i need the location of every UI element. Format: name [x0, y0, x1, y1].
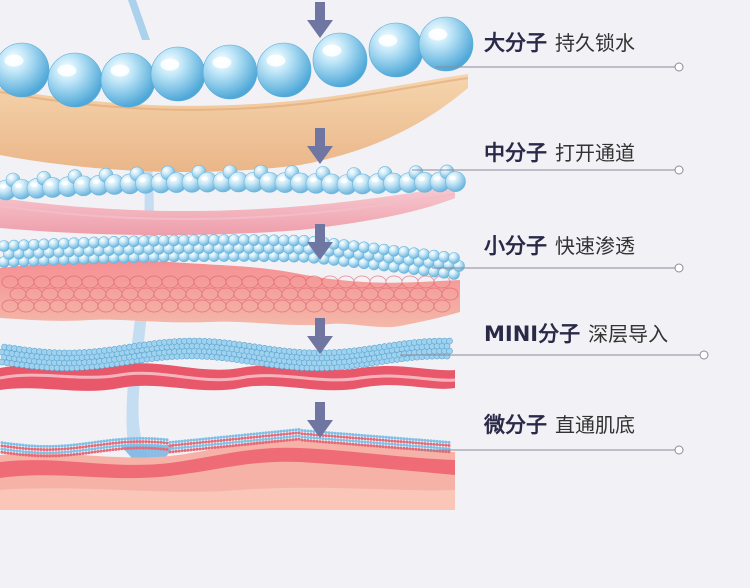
down-arrow-icon: [307, 128, 333, 164]
layer-3-small-molecules: [0, 234, 465, 328]
down-arrow-icon: [307, 2, 333, 38]
layer-5-title: 微分子: [484, 413, 547, 437]
leader-end-icon: [699, 350, 709, 360]
leader-end-icon: [674, 165, 684, 175]
down-arrow-icon: [307, 402, 333, 438]
layer-3-title: 小分子: [484, 234, 547, 258]
down-arrow-icon: [307, 224, 333, 260]
layer-4-description: 深层导入: [588, 322, 669, 346]
layer-5-description: 直通肌底: [555, 413, 635, 437]
leader-lines: [400, 62, 709, 455]
layer-4-label: MINI分子 深层导入: [484, 318, 668, 348]
layer-1-label: 大分子 持久锁水: [484, 27, 635, 57]
layer-2-title: 中分子: [484, 141, 547, 165]
down-arrow-icon: [307, 318, 333, 354]
layer-2-label: 中分子 打开通道: [484, 137, 635, 167]
layer-3-description: 快速渗透: [555, 234, 635, 258]
layer-2-description: 打开通道: [555, 141, 635, 165]
layer-2-medium-molecules: [0, 164, 466, 236]
layer-4-mini-molecules: [0, 337, 456, 391]
layer-3-label: 小分子 快速渗透: [484, 230, 635, 260]
layer-1-large-molecules: [0, 16, 474, 173]
layer-4-title: MINI分子: [484, 322, 581, 346]
leader-end-icon: [674, 62, 684, 72]
layer-1-description: 持久锁水: [555, 31, 635, 55]
layer-5-label: 微分子 直通肌底: [484, 409, 635, 439]
layer-5-micro-molecules: [0, 428, 455, 510]
leader-end-icon: [674, 263, 684, 273]
flow-arrows: [307, 2, 333, 438]
leader-end-icon: [674, 445, 684, 455]
layer-1-title: 大分子: [484, 31, 547, 55]
